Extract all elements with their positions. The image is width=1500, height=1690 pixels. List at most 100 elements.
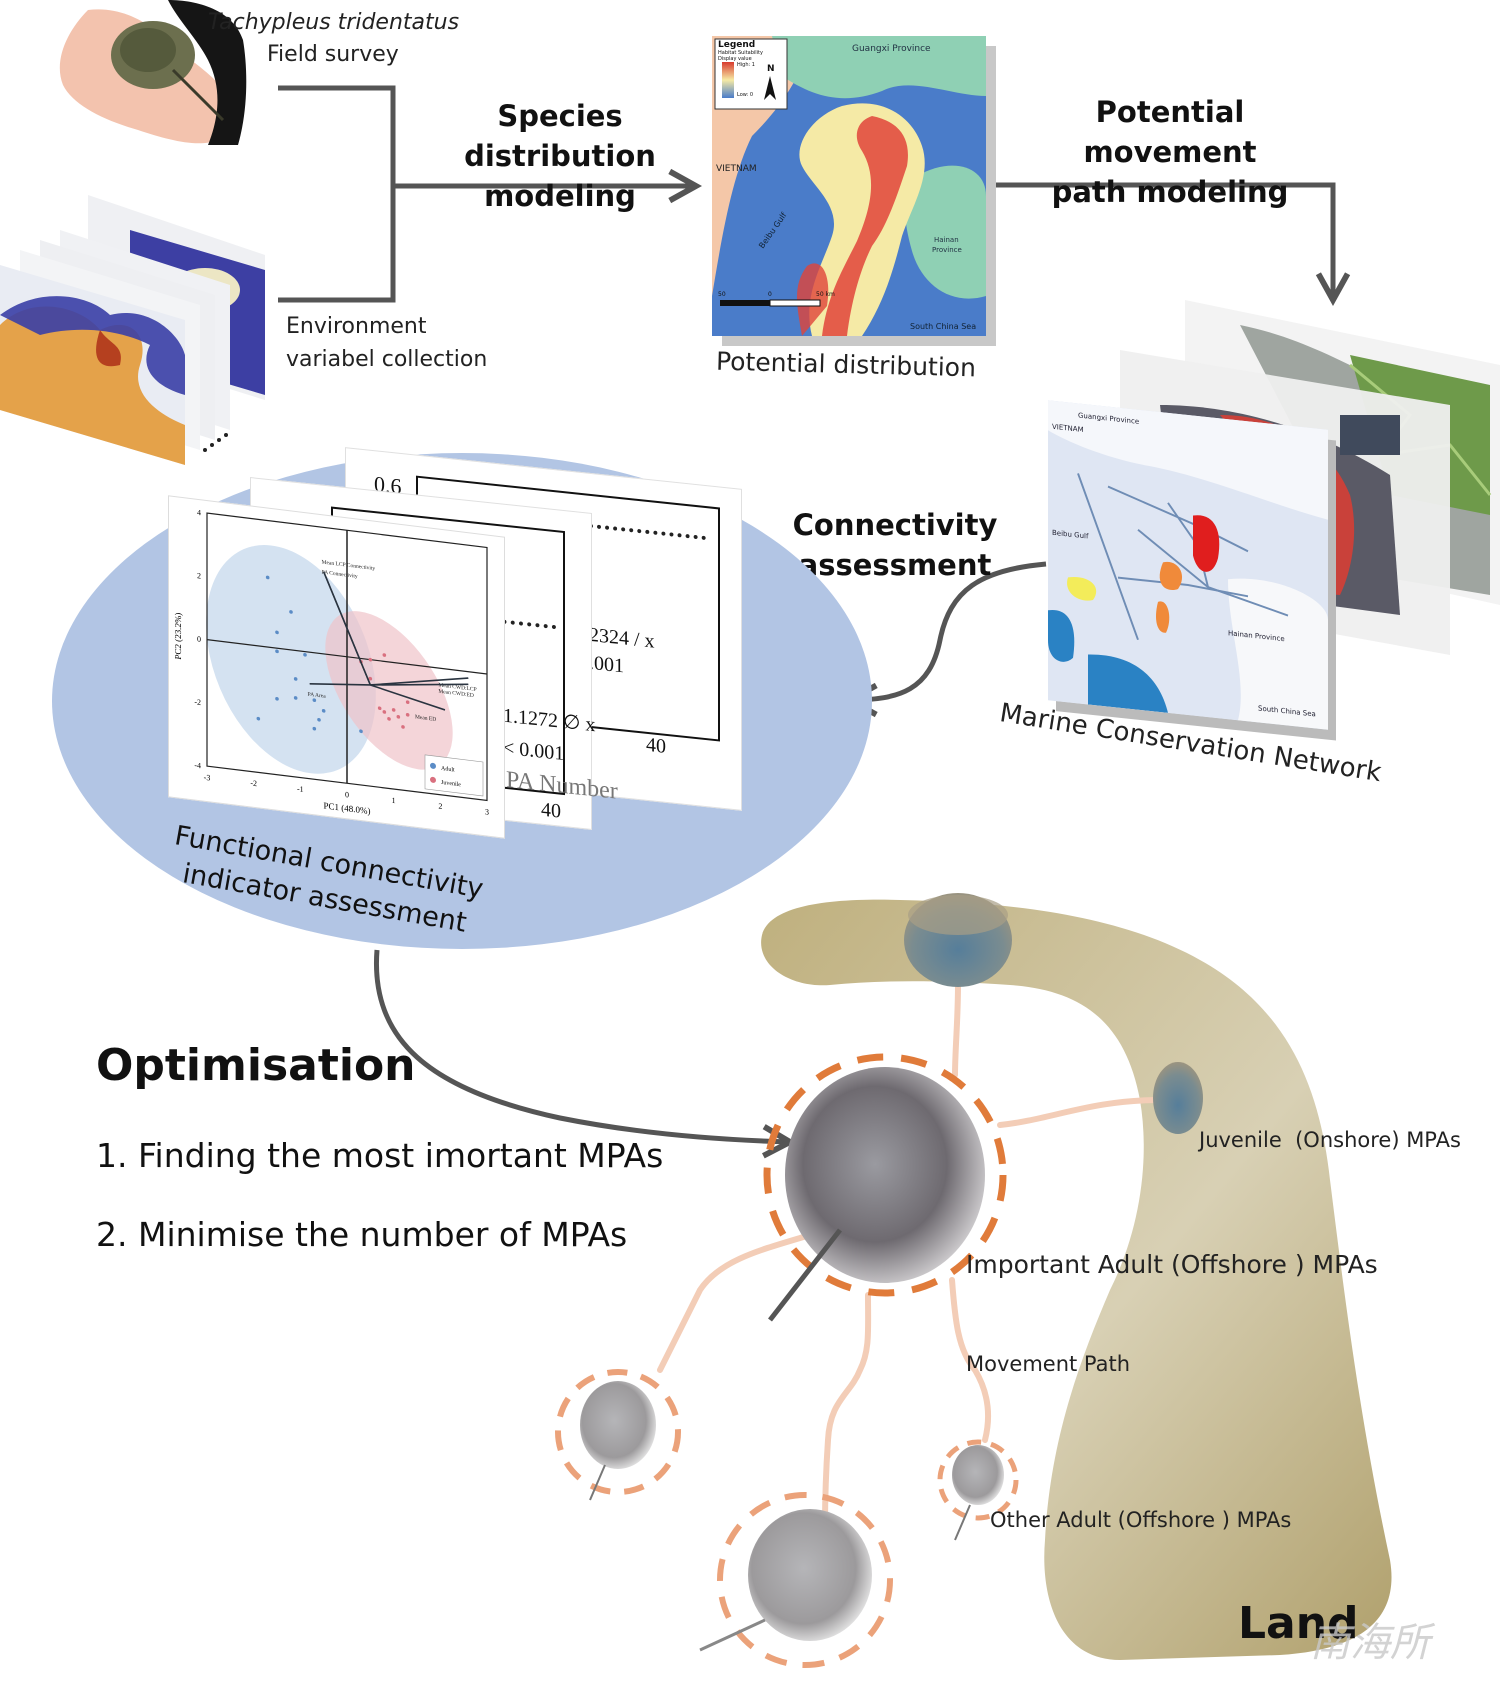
environment-label-2: variabel collection xyxy=(286,347,488,372)
data-point-adult xyxy=(359,729,363,734)
data-point-adult xyxy=(293,696,298,700)
data-point-juvenile xyxy=(405,713,410,717)
y-axis-label: PC2 (23.2%) xyxy=(173,612,183,660)
x-tick-label: 3 xyxy=(485,807,489,816)
loading-vector xyxy=(309,683,371,686)
env-raster-stack-icon xyxy=(0,195,265,465)
other-mpa-label: Other Adult (Offshore ) MPAs xyxy=(990,1508,1292,1532)
map-label-scs: South China Sea xyxy=(910,322,977,331)
adult-ellipse xyxy=(206,545,376,774)
y-tick-label: 2 xyxy=(197,571,201,580)
map-label-hainan-2: Province xyxy=(932,246,962,254)
x-tick-label: -2 xyxy=(250,778,257,788)
data-point-juvenile xyxy=(382,653,387,657)
data-point-juvenile xyxy=(382,710,387,714)
x-axis-label: PC1 (48.0%) xyxy=(324,800,371,816)
data-point-adult xyxy=(312,698,317,703)
mcn-map: Guangxi Province VIETNAM Beibu Gulf Hain… xyxy=(1048,400,1328,730)
data-point-juvenile xyxy=(396,715,401,719)
path-step-label: Potential movement path modeling xyxy=(1010,92,1330,212)
data-point-adult xyxy=(293,677,298,681)
optimisation-arrow xyxy=(373,949,790,1142)
map-north-arrow: N xyxy=(767,64,775,74)
optimisation-item-1: 1. Finding the most imortant MPAs xyxy=(96,1136,664,1175)
map-legend-sub2: Display value xyxy=(718,56,752,62)
vector-label: Mean CWD:LCP xyxy=(438,682,476,693)
vector-label: Mean ED xyxy=(415,714,436,723)
data-point-adult xyxy=(275,630,279,635)
map-label-guangxi: Guangxi Province xyxy=(852,44,931,54)
x-tick-label: 0 xyxy=(345,790,349,799)
optimisation-item-2: 2. Minimise the number of MPAs xyxy=(96,1215,628,1254)
x-tick-label: 2 xyxy=(438,802,442,811)
legend-box xyxy=(424,754,484,797)
path-line-1: Potential movement xyxy=(1083,95,1257,170)
vector-label: PA Area xyxy=(308,692,327,700)
connectivity-line-2: assessment xyxy=(798,548,992,583)
hand-with-crab-icon xyxy=(59,0,247,145)
movement-path-label: Movement Path xyxy=(966,1352,1131,1376)
map-legend-high: High: 1 xyxy=(737,62,755,68)
field-connector xyxy=(278,85,396,303)
suitability-map-icon xyxy=(712,36,986,336)
important-mpa-label: Important Adult (Offshore ) MPAs xyxy=(966,1250,1378,1279)
path-modeling-arrow xyxy=(988,182,1333,300)
field-survey-photo xyxy=(48,0,248,150)
y-tick-label: 4 xyxy=(197,508,201,517)
legend-marker xyxy=(430,776,436,783)
juvenile-mpa-label: Juvenile (Onshore) MPAs xyxy=(1199,1128,1461,1152)
data-point-adult xyxy=(317,717,321,722)
x-tick-label: -1 xyxy=(297,784,304,794)
connectivity-step-label: Connectivity assessment xyxy=(790,505,1000,585)
x-tick-label: -3 xyxy=(204,773,211,783)
environment-layers xyxy=(0,195,270,465)
legend-marker xyxy=(430,762,436,769)
watermark: 南海所 xyxy=(1310,1620,1430,1666)
loading-vector xyxy=(322,571,372,686)
field-survey-label: Field survey xyxy=(267,42,399,67)
data-point-adult xyxy=(265,575,270,580)
land-label: Land xyxy=(1238,1598,1359,1649)
data-point-adult xyxy=(256,716,261,721)
data-point-adult xyxy=(289,610,293,614)
map-label-hainan-1: Hainan xyxy=(934,236,959,244)
data-point-adult xyxy=(275,649,279,654)
data-point-adult xyxy=(275,696,279,701)
data-point-juvenile xyxy=(387,717,391,721)
map-legend-title: Legend xyxy=(718,40,756,50)
legend-label: Adult xyxy=(441,766,455,774)
data-point-juvenile xyxy=(377,706,382,711)
sdm-step-label: Species distribution modeling xyxy=(410,96,710,216)
vector-label: Mean CWD:ED xyxy=(438,689,474,699)
y-tick-label: -2 xyxy=(194,697,201,707)
data-point-juvenile xyxy=(405,700,410,705)
loading-vector xyxy=(370,684,446,711)
vector-label: PA Connectivity xyxy=(322,569,358,579)
y-tick-label: 0 xyxy=(197,634,201,643)
sdm-line-2: modeling xyxy=(484,179,636,214)
species-name: Tachypleus tridentatus xyxy=(208,10,460,35)
loading-vector xyxy=(370,677,469,686)
x-tick-label: 1 xyxy=(392,796,396,805)
connectivity-arrow xyxy=(850,561,1047,700)
legend-label: Juvenile xyxy=(441,780,461,788)
map-legend-sub1: Habitat Suitability xyxy=(718,50,763,56)
environment-label-1: Environment xyxy=(286,314,427,339)
map-scale-mid: 0 xyxy=(768,291,772,298)
optimisation-title: Optimisation xyxy=(96,1040,416,1091)
data-point-adult xyxy=(321,709,326,713)
data-point-adult xyxy=(303,652,307,657)
land-shape xyxy=(761,899,1392,1660)
path-line-2: path modeling xyxy=(1051,175,1289,210)
middle-x-tick: 40 xyxy=(541,798,561,823)
data-point-juvenile xyxy=(368,657,373,662)
map-legend-low: Low: 0 xyxy=(737,92,754,98)
y-tick-label: -4 xyxy=(194,761,201,771)
sdm-line-1: Species distribution xyxy=(464,99,656,174)
data-point-juvenile xyxy=(368,676,373,681)
potential-distribution-map: Legend Habitat Suitability Display value… xyxy=(712,36,986,336)
map-label-vietnam: VIETNAM xyxy=(716,164,757,174)
regression-x-tick: 40 xyxy=(646,733,666,758)
